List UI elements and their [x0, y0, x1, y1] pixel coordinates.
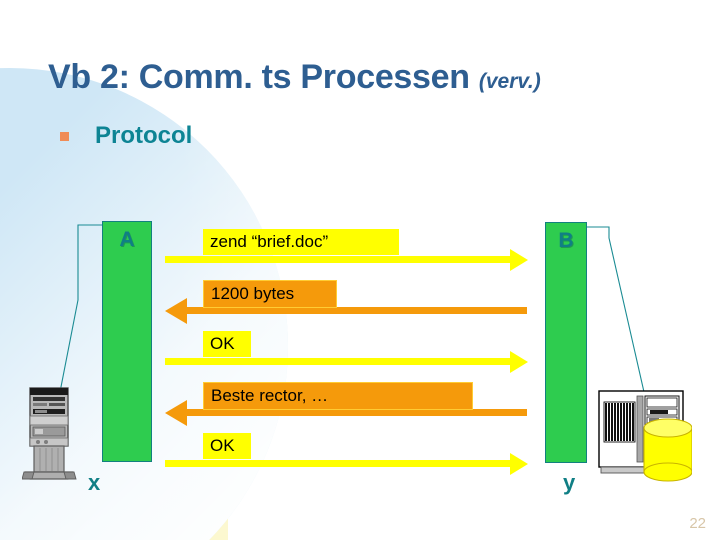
message-shaft: [165, 256, 511, 263]
process-bar-b: B: [545, 222, 587, 463]
process-bar-a: A: [102, 221, 152, 462]
message-label: 1200 bytes: [203, 280, 337, 308]
page-title: Vb 2: Comm. ts Processen (verv.): [48, 58, 541, 97]
message-label: zend “brief.doc”: [203, 229, 399, 255]
arrowhead-right-icon: [510, 351, 528, 373]
message-label: OK: [203, 433, 251, 459]
bullet-item-protocol: Protocol: [60, 122, 192, 150]
arrowhead-left-icon: [165, 400, 187, 426]
server-cabinet-icon: [598, 390, 692, 482]
message-shaft: [165, 358, 511, 365]
bullet-item-label: Protocol: [95, 122, 193, 149]
endpoint-label-y: y: [563, 470, 576, 495]
message-label: Beste rector, …: [203, 382, 473, 410]
message-shaft: [185, 307, 527, 314]
process-bar-a-label: A: [119, 228, 135, 251]
page-number: 22: [689, 515, 706, 532]
arrowhead-right-icon: [510, 453, 528, 475]
arrowhead-left-icon: [165, 298, 187, 324]
tower-computer-icon: [22, 387, 77, 480]
square-bullet-icon: [60, 131, 69, 141]
arrowhead-right-icon: [510, 249, 528, 271]
database-cylinder-icon: [643, 418, 692, 482]
page-title-suffix: (verv.): [478, 70, 541, 93]
message-shaft: [185, 409, 527, 416]
endpoint-label-x: x: [88, 470, 101, 495]
connector-line-b: [587, 226, 645, 393]
message-shaft: [165, 460, 511, 467]
message-label: OK: [203, 331, 251, 357]
process-bar-b-label: B: [558, 229, 574, 252]
page-title-main: Vb 2: Comm. ts Processen: [48, 58, 470, 96]
